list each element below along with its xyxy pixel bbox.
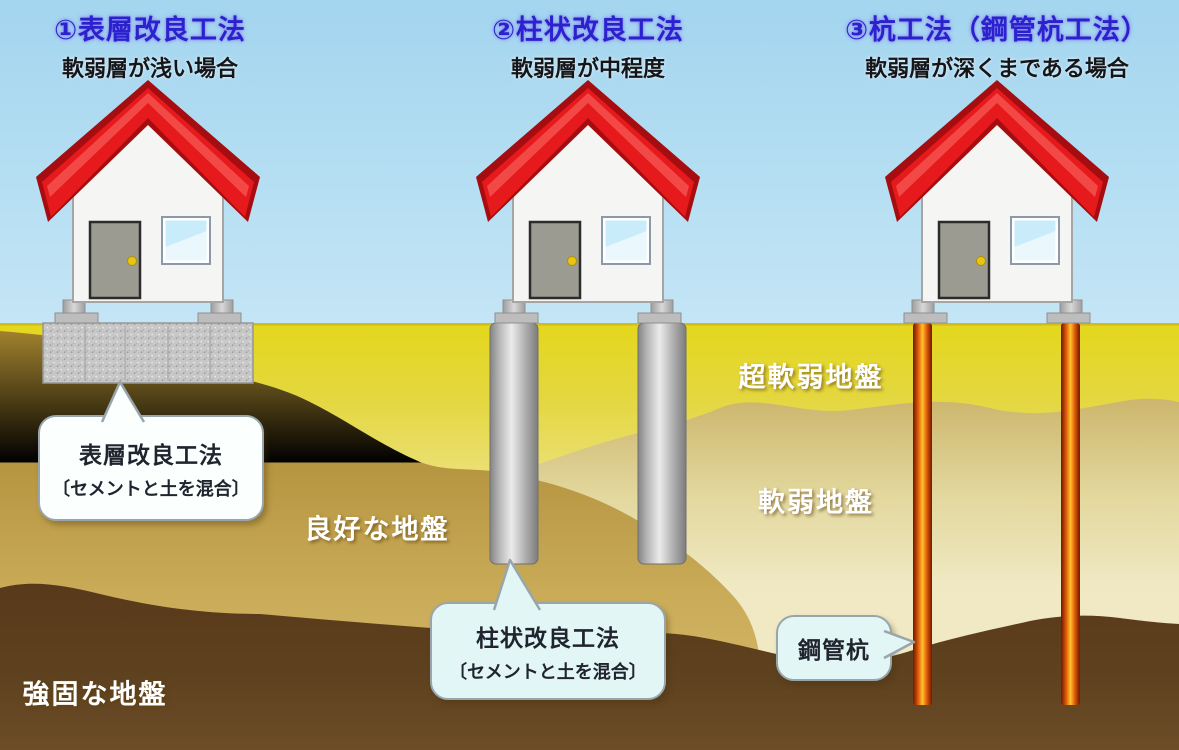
method-1-heading: ①表層改良工法 軟弱層が浅い場合 [54, 8, 246, 83]
steel-pipe-piles [913, 323, 1080, 705]
method-2-heading: ②柱状改良工法 軟弱層が中程度 [492, 8, 684, 83]
method-1-subtitle: 軟弱層が浅い場合 [61, 56, 238, 81]
label-firm-ground: 強固な地盤 [22, 679, 168, 710]
method-3-subtitle: 軟弱層が深くまである場合 [865, 56, 1129, 81]
callout-columnar-improvement: 柱状改良工法 〔セメントと土を混合〕 [430, 602, 666, 700]
callout-1-tail [100, 380, 146, 423]
surface-improvement-slab [42, 322, 254, 384]
callout-2-line1: 柱状改良工法 [476, 624, 620, 651]
method-3-title: ③杭工法（鋼管杭工法） [845, 15, 1149, 45]
method-2-subtitle: 軟弱層が中程度 [510, 56, 665, 81]
callout-1-line2: 〔セメントと土を混合〕 [52, 478, 250, 499]
callout-steel-pipe-pile: 鋼管杭 [776, 615, 892, 681]
ground-surface-line [0, 323, 1179, 326]
callout-3-tail [883, 629, 916, 660]
label-good-ground: 良好な地盤 [304, 514, 450, 545]
method-3-heading: ③杭工法（鋼管杭工法） 軟弱層が深くまである場合 [845, 8, 1149, 83]
callout-surface-improvement: 表層改良工法 〔セメントと土を混合〕 [38, 415, 264, 521]
callout-3-line1: 鋼管杭 [798, 637, 870, 663]
label-ultra-soft-ground: 超軟弱地盤 [738, 362, 884, 393]
method-2-title: ②柱状改良工法 [492, 15, 684, 45]
callout-2-tail [492, 558, 542, 611]
callout-2-line2: 〔セメントと土を混合〕 [449, 661, 647, 682]
callout-1-line1: 表層改良工法 [79, 441, 223, 468]
method-1-title: ①表層改良工法 [54, 15, 246, 45]
label-soft-ground: 軟弱地盤 [758, 487, 874, 518]
